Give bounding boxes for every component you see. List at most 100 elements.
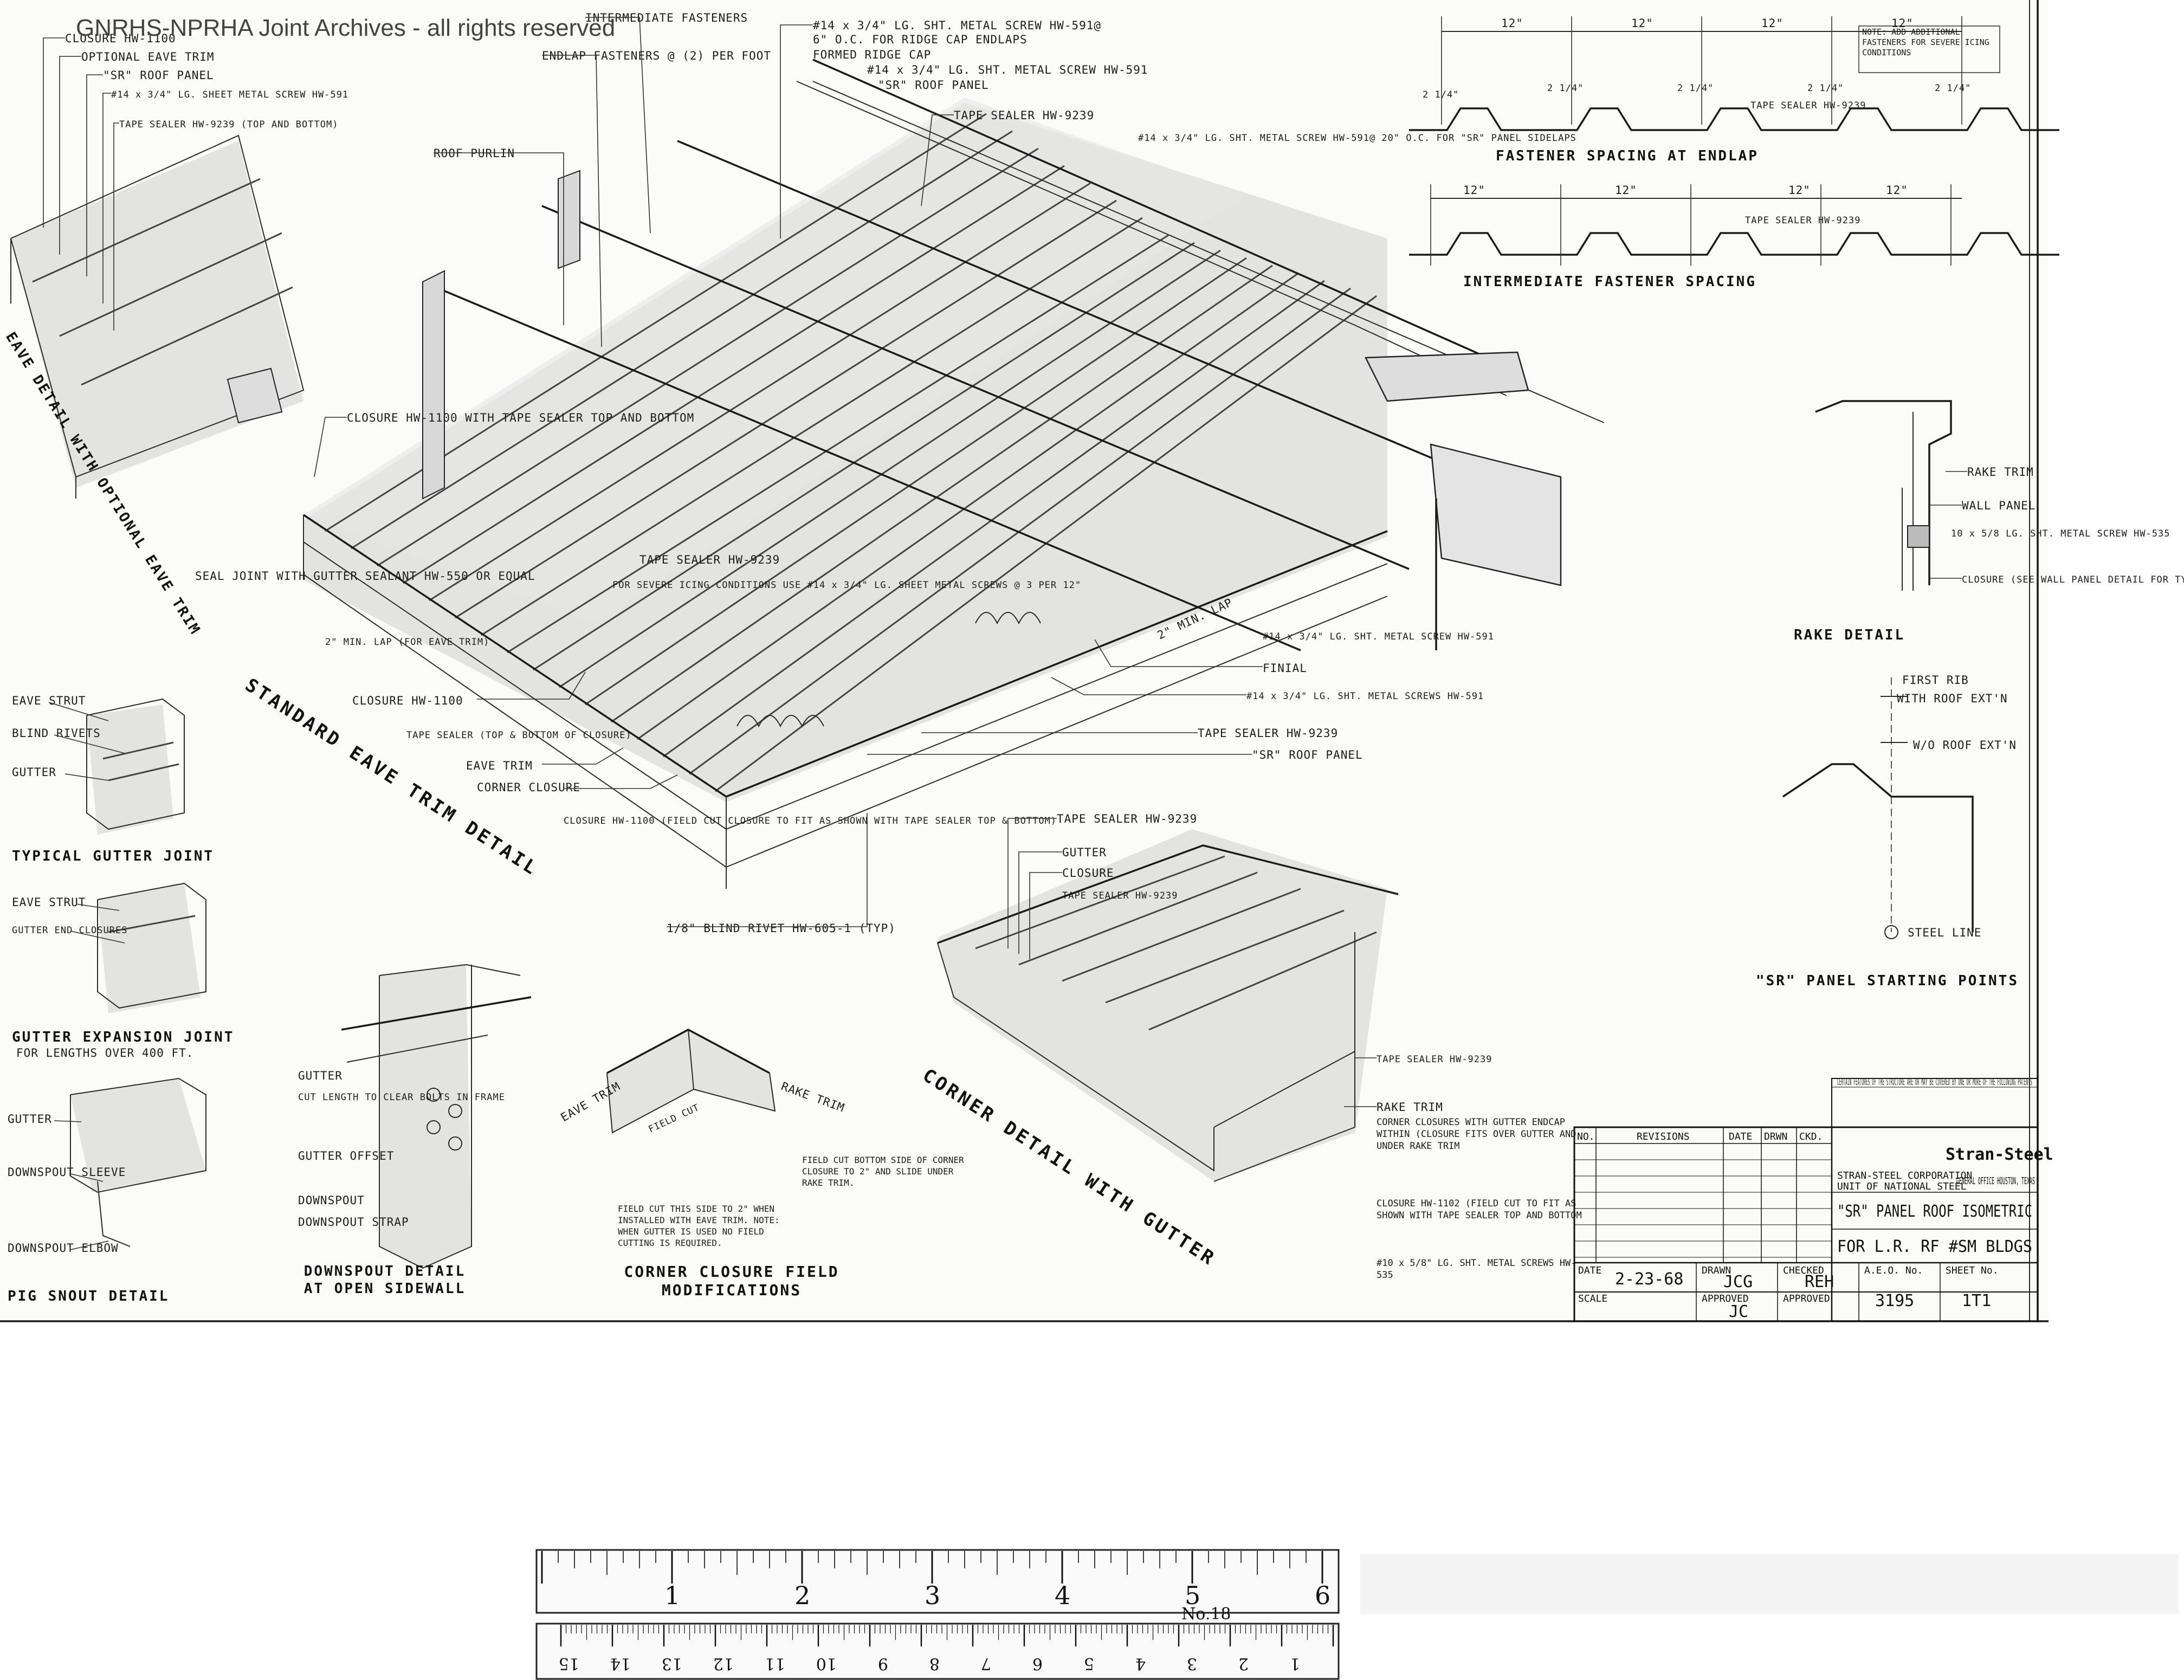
roof-panel-rib [377,147,1039,567]
roof-panel-rib [403,165,1065,584]
inch-label: 5 [1185,1581,1200,1610]
svg-text:2 1/4": 2 1/4" [1547,83,1584,94]
svg-text:FINIAL: FINIAL [1263,662,1307,675]
svg-text:SHEET No.: SHEET No. [1946,1265,1999,1276]
svg-text:FORMED RIDGE CAP: FORMED RIDGE CAP [813,48,931,61]
main-roof-isometric [303,59,1605,889]
svg-text:TAPE SEALER HW-9239: TAPE SEALER HW-9239 [1057,812,1197,825]
note-field-cut-eave: FIELD CUT THIS SIDE TO 2" WHEN INSTALLED… [618,1204,780,1248]
cm-label: 15 [559,1654,579,1673]
svg-text:CLOSURE (SEE WALL PANEL DETAIL: CLOSURE (SEE WALL PANEL DETAIL FOR TYPE) [1962,574,2184,585]
svg-text:"SR" ROOF PANEL: "SR" ROOF PANEL [1252,748,1363,761]
svg-text:GUTTER END CLOSURES: GUTTER END CLOSURES [12,925,127,936]
svg-text:A.E.O. No.: A.E.O. No. [1864,1265,1923,1276]
svg-text:TAPE SEALER HW-9239: TAPE SEALER HW-9239 [639,553,780,566]
corner-detail-gutter: TAPE SEALER HW-9239 GUTTER CLOSURE TAPE … [937,812,1492,1182]
title-corner-closure: CORNER CLOSURE FIELD MODIFICATIONS [624,1263,839,1299]
svg-text:2 1/4": 2 1/4" [1423,89,1459,100]
labels-right-center: 2" MIN. LAP #14 x 3/4" LG. SHT. METAL SC… [867,596,1494,761]
inch-label: 1 [664,1581,680,1610]
svg-text:CHECKED: CHECKED [1783,1265,1824,1276]
note-field-cut-rake: FIELD CUT BOTTOM SIDE OF CORNER CLOSURE … [802,1155,964,1188]
svg-text:2 1/4": 2 1/4" [1677,83,1714,94]
svg-text:OPTIONAL EAVE TRIM: OPTIONAL EAVE TRIM [81,50,215,63]
svg-text:Stran-Steel: Stran-Steel [1946,1145,2053,1164]
svg-text:GUTTER: GUTTER [298,1069,343,1082]
svg-text:GUTTER: GUTTER [12,766,56,779]
svg-text:REH: REH [1805,1272,1834,1291]
cm-label: 1 [1290,1654,1300,1673]
eave-detail-optional [10,134,305,499]
title-downspout-open: DOWNSPOUT DETAIL AT OPEN SIDEWALL [303,1263,466,1297]
svg-text:CLOSURE HW-1100 (FIELD CUT CLO: CLOSURE HW-1100 (FIELD CUT CLOSURE TO FI… [564,816,1057,826]
svg-text:W/O ROOF EXT'N: W/O ROOF EXT'N [1913,739,2017,752]
svg-text:12": 12" [1886,184,1908,197]
roof-panel-rib [611,264,1273,723]
cm-label: 8 [929,1654,940,1673]
fastener-spacing-endlap: 12" 12" 12" 12" 2 1/4" 2 1/4" 2 1/4" 2 1… [1409,16,2059,131]
svg-text:No.18: No.18 [1181,1605,1231,1624]
svg-text:CLOSURE: CLOSURE [1062,867,1114,880]
svg-text:"SR" ROOF PANEL: "SR" ROOF PANEL [878,79,989,92]
svg-text:12": 12" [1631,17,1653,30]
fastener-spacing-intermediate: 12" 12" 12" 12" TAPE SEALER HW-9239 [1409,184,2059,266]
roof-panel-rib [481,217,1143,636]
svg-text:12": 12" [1501,17,1523,30]
svg-text:BLIND RIVETS: BLIND RIVETS [12,727,101,740]
svg-text:2 1/4": 2 1/4" [1935,83,1971,94]
gutter-expansion-joint: EAVE STRUT GUTTER END CLOSURES [12,882,206,1013]
roof-panel-rib [455,199,1117,619]
svg-text:TAPE SEALER (TOP & BOTTOM OF C: TAPE SEALER (TOP & BOTTOM OF CLOSURE) [406,730,632,741]
svg-text:RAKE TRIM: RAKE TRIM [779,1080,847,1115]
svg-text:GUTTER: GUTTER [8,1113,52,1126]
roof-panel-rib [429,182,1091,602]
svg-text:12": 12" [1761,17,1784,30]
svg-text:ROOF PURLIN: ROOF PURLIN [434,147,515,160]
svg-text:#14 x 3/4" LG. SHT. METAL SCRE: #14 x 3/4" LG. SHT. METAL SCREWS HW-591 [1246,691,1484,702]
svg-text:UNIT OF NATIONAL STEEL: UNIT OF NATIONAL STEEL [1837,1181,1967,1192]
svg-text:DATE: DATE [1578,1265,1601,1276]
cm-label: 7 [981,1654,991,1673]
title-gutter-joint: TYPICAL GUTTER JOINT [12,848,214,864]
svg-text:6" O.C. FOR RIDGE CAP ENDLAPS: 6" O.C. FOR RIDGE CAP ENDLAPS [813,33,1028,46]
svg-text:1T1: 1T1 [1962,1291,1991,1310]
svg-text:JC: JC [1729,1302,1748,1321]
cm-label: 5 [1084,1654,1094,1673]
cm-label: 14 [610,1654,631,1673]
inch-label: 3 [925,1581,940,1610]
svg-text:DOWNSPOUT ELBOW: DOWNSPOUT ELBOW [8,1242,119,1255]
svg-text:#14 x 3/4" LG. SHT. METAL SCRE: #14 x 3/4" LG. SHT. METAL SCREW HW-591@ [813,19,1101,32]
svg-text:DOWNSPOUT: DOWNSPOUT [298,1194,365,1207]
svg-text:"SR" ROOF PANEL: "SR" ROOF PANEL [103,69,214,82]
title-pig-snout: PIG SNOUT DETAIL [8,1288,169,1304]
title-rake: RAKE DETAIL [1794,627,1905,643]
svg-text:TAPE SEALER HW-9239: TAPE SEALER HW-9239 [1750,100,1866,111]
labels-center: CLOSURE HW-1100 WITH TAPE SEALER TOP AND… [195,411,1081,935]
cm-label: 10 [816,1654,837,1673]
svg-text:APPROVED: APPROVED [1702,1293,1749,1304]
svg-text:EAVE STRUT: EAVE STRUT [12,896,86,909]
cm-label: 4 [1135,1654,1146,1673]
svg-text:STRAN-STEEL CORPORATION: STRAN-STEEL CORPORATION [1837,1170,1972,1181]
svg-text:DOWNSPOUT SLEEVE: DOWNSPOUT SLEEVE [8,1166,126,1179]
subtitle-gutter-expansion: FOR LENGTHS OVER 400 FT. [16,1046,193,1059]
svg-text:#14 x 3/4" LG. SHT. METAL SCRE: #14 x 3/4" LG. SHT. METAL SCREW HW-591@ … [1138,133,1576,144]
svg-text:TAPE SEALER HW-9239 (TOP AND B: TAPE SEALER HW-9239 (TOP AND BOTTOM) [119,119,338,130]
svg-text:EAVE STRUT: EAVE STRUT [12,694,86,707]
svg-text:10 x 5/8 LG. SHT. METAL SCREW: 10 x 5/8 LG. SHT. METAL SCREW HW-535 [1951,528,2170,539]
svg-text:12": 12" [1615,184,1637,197]
svg-text:2" MIN. LAP (FOR EAVE TRIM): 2" MIN. LAP (FOR EAVE TRIM) [325,637,489,648]
svg-text:SCALE: SCALE [1578,1293,1607,1304]
svg-text:TAPE SEALER HW-9239: TAPE SEALER HW-9239 [954,109,1094,122]
svg-text:1/8" BLIND RIVET HW-605-1 (TYP: 1/8" BLIND RIVET HW-605-1 (TYP) [667,922,896,935]
svg-text:WITH ROOF EXT'N: WITH ROOF EXT'N [1897,692,2008,705]
labels-top-center: INTERMEDIATE FASTENERS #14 x 3/4" LG. SH… [434,11,1576,347]
svg-text:TAPE SEALER HW-9239: TAPE SEALER HW-9239 [1377,1054,1492,1065]
svg-text:DATE: DATE [1729,1131,1752,1142]
svg-text:CUT LENGTH TO CLEAR BOLTS IN F: CUT LENGTH TO CLEAR BOLTS IN FRAME [298,1092,505,1103]
svg-text:#14 x 3/4" LG. SHT. METAL SCRE: #14 x 3/4" LG. SHT. METAL SCREW HW-591 [867,63,1148,76]
cm-label: 12 [713,1654,734,1673]
svg-text:CLOSURE HW-1100: CLOSURE HW-1100 [65,32,176,45]
